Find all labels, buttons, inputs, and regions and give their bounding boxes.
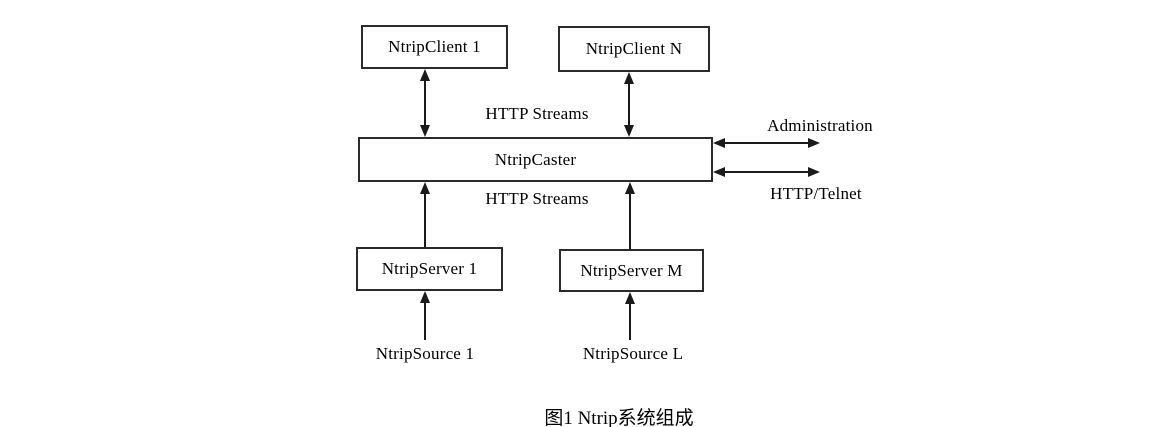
label-http-streams-top: HTTP Streams <box>485 104 589 123</box>
figure-caption: 图1 Ntrip系统组成 <box>544 408 694 427</box>
node-ntrip-server-m: NtripServer M <box>559 249 704 292</box>
node-label: NtripCaster <box>494 149 577 169</box>
node-ntrip-client-n: NtripClient N <box>558 26 710 72</box>
node-label: NtripClient 1 <box>388 37 481 56</box>
arrow-serverM-to-caster <box>625 182 635 249</box>
double-arrow-caster-administration <box>713 138 820 148</box>
arrow-server1-to-caster <box>420 182 430 247</box>
double-arrow-clientN-caster <box>624 72 634 137</box>
label-administration: Administration <box>767 116 873 135</box>
arrow-source1-to-server1 <box>420 291 430 340</box>
node-ntrip-caster: NtripCaster <box>358 137 713 182</box>
node-ntrip-server-1: NtripServer 1 <box>356 247 503 291</box>
label-http-telnet: HTTP/Telnet <box>770 184 862 203</box>
double-arrow-caster-telnet <box>713 167 820 177</box>
arrow-sourceL-to-serverM <box>625 292 635 340</box>
node-ntrip-source-1: NtripSource 1 <box>375 344 475 363</box>
node-label: NtripServer 1 <box>381 259 478 278</box>
double-arrow-client1-caster <box>420 69 430 137</box>
node-ntrip-client-1: NtripClient 1 <box>361 25 508 69</box>
node-label: NtripClient N <box>585 39 683 58</box>
node-ntrip-source-l: NtripSource L <box>582 344 684 363</box>
label-http-streams-bottom: HTTP Streams <box>485 189 589 208</box>
node-label: NtripServer M <box>580 260 683 280</box>
